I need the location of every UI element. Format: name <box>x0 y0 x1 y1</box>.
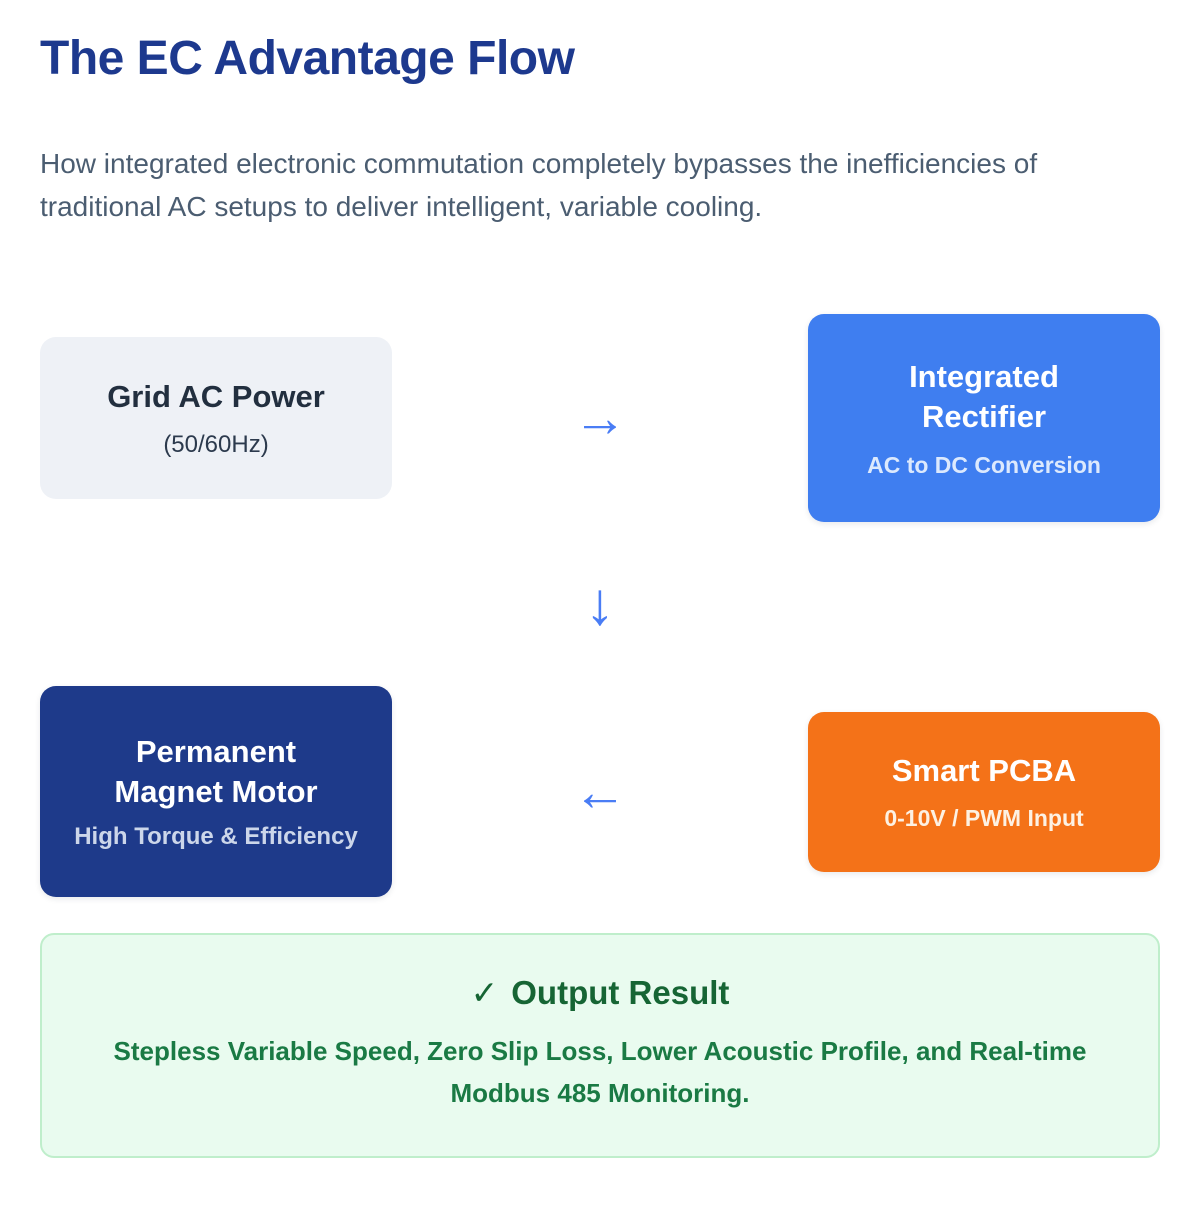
output-result-card: ✓ Output Result Stepless Variable Speed,… <box>40 933 1160 1158</box>
arrow-row-down: ↓ <box>40 522 1160 686</box>
output-result-title: Output Result <box>511 974 730 1011</box>
output-title-row: ✓ Output Result <box>82 973 1118 1012</box>
permanent-magnet-motor-box: Permanent Magnet Motor High Torque & Eff… <box>40 686 392 897</box>
check-icon: ✓ <box>470 974 499 1011</box>
arrow-left-icon: ← <box>573 761 627 822</box>
smart-pcba-subtitle: 0-10V / PWM Input <box>884 804 1084 831</box>
flow-row-bottom: Permanent Magnet Motor High Torque & Eff… <box>40 686 1160 897</box>
smart-pcba-title: Smart PCBA <box>891 753 1077 789</box>
output-body-line-1: Stepless Variable Speed, Zero Slip Loss,… <box>113 1036 1087 1066</box>
page-title: The EC Advantage Flow <box>40 32 575 85</box>
grid-ac-power-title: Grid AC Power <box>107 379 325 415</box>
arrow-cell-right: → <box>392 391 808 445</box>
permanent-magnet-motor-subtitle: High Torque & Efficiency <box>74 823 358 851</box>
integrated-rectifier-subtitle: AC to DC Conversion <box>867 452 1101 479</box>
page-subtitle: How integrated electronic commutation co… <box>40 148 1038 222</box>
arrow-down-icon: ↓ <box>585 570 615 637</box>
flow-row-top: Grid AC Power (50/60Hz) → Integrated Rec… <box>40 314 1160 522</box>
arrow-right-icon: → <box>573 388 627 448</box>
integrated-rectifier-box: Integrated Rectifier AC to DC Conversion <box>808 314 1160 522</box>
integrated-rectifier-title: Integrated Rectifier <box>909 358 1059 434</box>
output-result-body: Stepless Variable Speed, Zero Slip Loss,… <box>82 1030 1118 1114</box>
flow-diagram: Grid AC Power (50/60Hz) → Integrated Rec… <box>40 314 1160 1158</box>
permanent-magnet-motor-title: Permanent Magnet Motor <box>114 733 318 809</box>
output-body-line-2: Modbus 485 Monitoring. <box>450 1078 750 1108</box>
grid-ac-power-subtitle: (50/60Hz) <box>163 430 269 458</box>
grid-ac-power-box: Grid AC Power (50/60Hz) <box>40 337 392 499</box>
smart-pcba-box: Smart PCBA 0-10V / PWM Input <box>808 711 1160 872</box>
arrow-cell-left: ← <box>392 765 808 819</box>
